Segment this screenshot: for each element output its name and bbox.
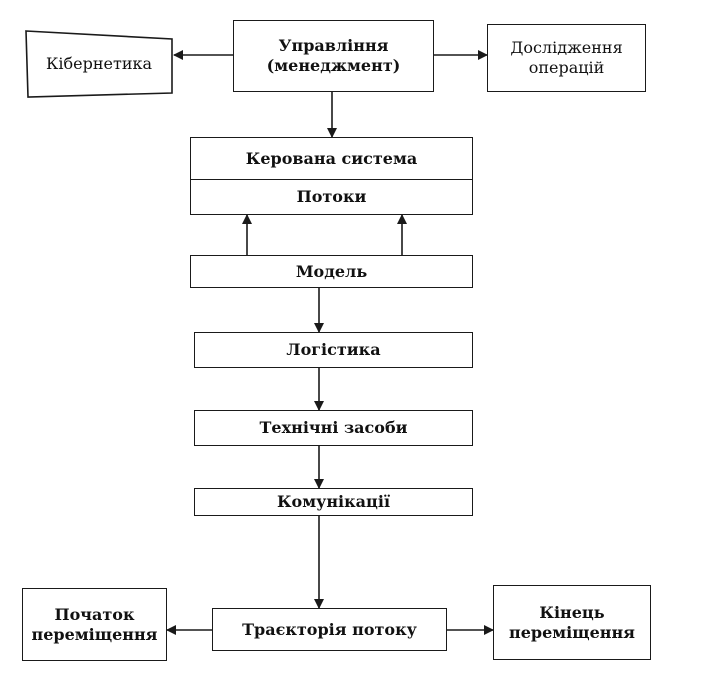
model-label: Модель [295,261,368,281]
cybernetics-shape [25,30,173,98]
movement-end-box: Кінець переміщення [493,585,651,660]
operations-research-line1: Дослідження [510,38,623,57]
logistics-label: Логістика [286,340,381,359]
flow-trajectory-label: Траєкторія потоку [242,619,417,639]
movement-end-line1: Кінець [539,602,605,622]
management-line2: (менеджмент) [266,56,401,75]
movement-start-line1: Початок [54,604,135,624]
movement-end-line2: переміщення [509,622,635,642]
movement-start-line2: переміщення [31,624,158,644]
technical-means-label: Технічні засоби [259,418,408,437]
managed-system-box: Керована система Потоки [190,137,473,215]
managed-system-label: Керована система [191,138,472,180]
cybernetics-label-box: Кібернетика [24,29,174,99]
flow-trajectory-box: Траєкторія потоку [212,608,447,651]
cybernetics-label: Кібернетика [45,54,153,73]
communications-label: Комунікації [276,492,391,511]
communications-box: Комунікації [194,488,473,516]
management-line1: Управління [278,36,389,55]
management-box: Управління (менеджмент) [233,20,434,92]
flows-label: Потоки [296,187,367,206]
model-box: Модель [190,255,473,288]
logistics-box: Логістика [194,332,473,368]
movement-start-box: Початок переміщення [22,588,167,661]
operations-research-box: Дослідження операцій [487,24,646,92]
technical-means-box: Технічні засоби [194,410,473,446]
operations-research-line2: операцій [528,58,605,77]
